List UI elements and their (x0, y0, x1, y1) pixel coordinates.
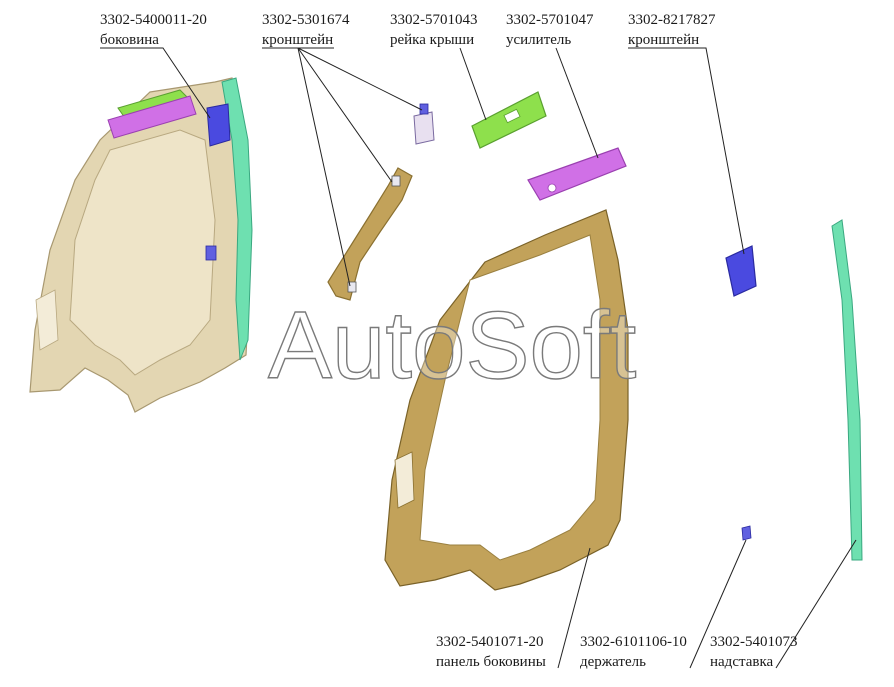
part-number-1: 3302-5400011-20 (100, 12, 207, 28)
leader-5400011 (100, 47, 211, 119)
side-panel-rear-edge (221, 77, 253, 361)
side-panel-lower-cutout (35, 289, 59, 351)
leader-5301674-d (297, 47, 351, 287)
part-name-7: держатель (580, 654, 646, 670)
part-number-2: 3302-5301674 (262, 12, 350, 28)
leader-5301674-c (297, 47, 393, 183)
holder-part (741, 525, 752, 541)
side-panel-door-opening (69, 129, 216, 376)
leader-5701047 (555, 47, 599, 159)
inner-side-panel-opening (419, 234, 601, 561)
part-number-6: 3302-5401071-20 (436, 634, 544, 650)
part-number-8: 3302-5401073 (710, 634, 798, 650)
inner-side-panel-lower-cutout (394, 451, 415, 509)
part-number-3: 3302-5701043 (390, 12, 478, 28)
bracket-5301674-parts (327, 103, 435, 301)
bracket-8217827-part (725, 245, 757, 297)
pillar-bracket-clip-lower (347, 281, 357, 293)
leader-lines (100, 47, 857, 669)
part-number-5: 3302-8217827 (628, 12, 716, 28)
part-name-2: кронштейн (262, 32, 333, 48)
side-panel-bracket-blue (206, 103, 231, 147)
reinforcement-hole (547, 183, 557, 193)
part-labels: 3302-5400011-20 боковина 3302-5301674 кр… (100, 12, 798, 670)
roof-rail-slot (503, 108, 521, 124)
leader-6101106 (689, 539, 747, 669)
bracket-small-plate (413, 111, 435, 145)
part-name-8: надставка (710, 654, 774, 670)
side-panel-small-bracket (205, 245, 217, 261)
part-name-1: боковина (100, 32, 159, 48)
pillar-bracket-clip (391, 175, 401, 187)
watermark-text: AutoSoft (268, 292, 636, 399)
leader-5401071 (557, 547, 591, 669)
leader-5701043 (459, 47, 487, 121)
leader-5301674-b (297, 47, 423, 111)
part-number-7: 3302-6101106-10 (580, 634, 687, 650)
reinforcement-part (527, 147, 627, 201)
side-panel-assembly (29, 77, 253, 413)
pillar-bracket (327, 167, 413, 301)
bracket-small-tab (419, 103, 429, 115)
part-name-3: рейка крыши (390, 32, 474, 48)
side-panel-reinforcement-pink (107, 95, 197, 139)
inner-side-panel-assembly (384, 209, 629, 591)
extension-part (831, 219, 863, 561)
part-number-4: 3302-5701047 (506, 12, 594, 28)
leader-8217827 (628, 47, 745, 255)
part-name-5: кронштейн (628, 32, 699, 48)
leader-5401073 (775, 539, 857, 669)
part-name-4: усилитель (506, 32, 571, 48)
part-name-6: панель боковины (436, 654, 546, 670)
